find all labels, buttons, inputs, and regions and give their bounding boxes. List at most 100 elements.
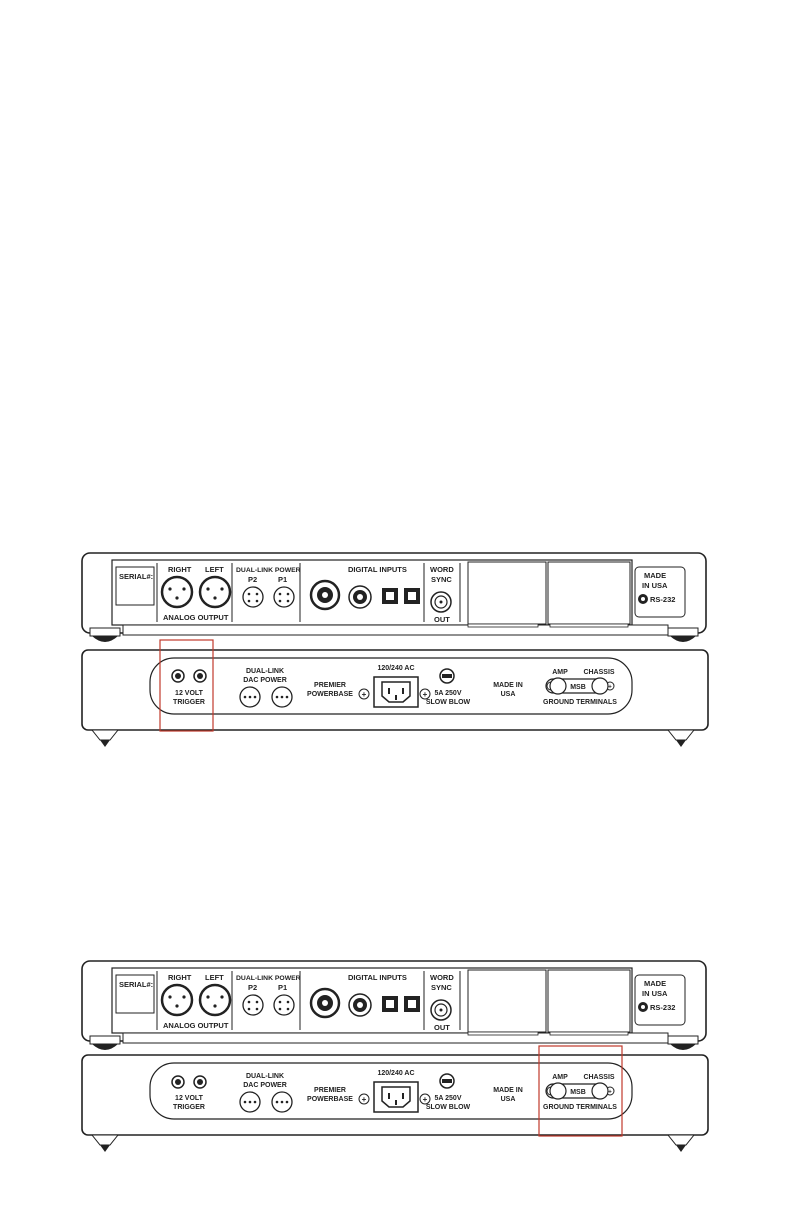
svg-text:MSB: MSB <box>570 1089 586 1096</box>
expansion-slot-2 <box>547 561 631 625</box>
trigger-jack-1[interactable] <box>171 1075 185 1089</box>
amp-ground-terminal[interactable] <box>549 677 567 695</box>
word-label: WORD <box>430 973 454 982</box>
xlr-out-right[interactable] <box>160 983 194 1017</box>
p1-label: P1 <box>278 983 287 992</box>
fuse-label-line1: 5A 250V <box>435 1095 462 1102</box>
dac-power-connector-p1[interactable] <box>271 1091 293 1113</box>
in-usa-label: IN USA <box>642 581 668 590</box>
serial-plate <box>115 974 155 1014</box>
ground-terminals-label: GROUND TERMINALS <box>543 1104 617 1111</box>
powerbase-made-line2: USA <box>501 691 516 698</box>
rear-panel-svg: SERIAL#: RIGHT LEFT ANALOG OUTPUT DUAL-L… <box>81 552 709 747</box>
svg-text:+: + <box>362 1095 367 1104</box>
fuse-holder[interactable] <box>439 1073 455 1089</box>
iec-power-inlet[interactable] <box>373 676 419 708</box>
sync-label: SYNC <box>431 575 452 584</box>
trigger-label-line2: TRIGGER <box>173 1104 205 1111</box>
optical-input-2[interactable] <box>404 996 420 1012</box>
coax-input[interactable] <box>348 993 372 1017</box>
p2-connector[interactable] <box>242 586 264 608</box>
trigger-label-line2: TRIGGER <box>173 699 205 706</box>
analog-output-label: ANALOG OUTPUT <box>163 1021 229 1030</box>
rs232-plate <box>634 974 686 1026</box>
svg-text:+: + <box>423 1095 428 1104</box>
rear-panel-svg-2: SERIAL#: RIGHT LEFT ANALOG OUTPUT DUAL-L… <box>81 960 709 1152</box>
highlight-12-volt-trigger <box>159 639 214 732</box>
word-sync-out-connector[interactable] <box>430 591 452 613</box>
svg-text:+: + <box>423 690 428 699</box>
xlr-out-right[interactable] <box>160 575 194 609</box>
made-label: MADE <box>644 979 666 988</box>
word-label: WORD <box>430 565 454 574</box>
dual-link-power-label: DUAL-LINK POWER <box>236 567 301 574</box>
expansion-slot-2 <box>547 969 631 1033</box>
chassis-label: CHASSIS <box>583 669 614 676</box>
highlight-ground-terminals <box>538 1045 623 1137</box>
aes-xlr-input[interactable] <box>309 579 341 611</box>
coax-input[interactable] <box>348 585 372 609</box>
serial-label: SERIAL#: <box>119 980 153 989</box>
amp-label: AMP <box>552 1074 568 1081</box>
rs232-jack[interactable] <box>638 1002 648 1012</box>
ac-label: 120/240 AC <box>377 1070 414 1077</box>
svg-text:+: + <box>362 690 367 699</box>
ac-plus-left: + <box>358 688 370 700</box>
p2-label: P2 <box>248 575 257 584</box>
svg-text:+: + <box>608 685 612 691</box>
dac-power-label-line1: DUAL-LINK <box>246 1073 284 1080</box>
trigger-label-line1: 12 VOLT <box>175 690 204 697</box>
powerbase-made-line1: MADE IN <box>493 1087 523 1094</box>
out-label: OUT <box>434 1023 450 1032</box>
ground-terminals-label: GROUND TERMINALS <box>543 699 617 706</box>
p2-connector[interactable] <box>242 994 264 1016</box>
aes-xlr-input[interactable] <box>309 987 341 1019</box>
iec-power-inlet[interactable] <box>373 1081 419 1113</box>
digital-inputs-label: DIGITAL INPUTS <box>348 565 407 574</box>
powerbase-feet <box>90 729 696 747</box>
trigger-jack-1[interactable] <box>171 669 185 683</box>
right-label: RIGHT <box>168 565 192 574</box>
trigger-jack-2[interactable] <box>193 669 207 683</box>
dac-power-connector-p2[interactable] <box>239 1091 261 1113</box>
powerbase-made-line1: MADE IN <box>493 682 523 689</box>
xlr-out-left[interactable] <box>198 575 232 609</box>
ac-plus-right: + <box>419 688 431 700</box>
left-label: LEFT <box>205 973 224 982</box>
premier-label-line2: POWERBASE <box>307 691 353 698</box>
optical-input-2[interactable] <box>404 588 420 604</box>
amp-label: AMP <box>552 669 568 676</box>
powerbase-made-line2: USA <box>501 1096 516 1103</box>
digital-inputs-label: DIGITAL INPUTS <box>348 973 407 982</box>
chassis-ground-terminal[interactable] <box>591 1082 609 1100</box>
serial-label: SERIAL#: <box>119 572 153 581</box>
serial-plate <box>115 566 155 606</box>
premier-label-line1: PREMIER <box>314 1087 346 1094</box>
dac-power-label-line1: DUAL-LINK <box>246 668 284 675</box>
word-sync-out-connector[interactable] <box>430 999 452 1021</box>
left-label: LEFT <box>205 565 224 574</box>
made-label: MADE <box>644 571 666 580</box>
svg-text:+: + <box>608 1090 612 1096</box>
chassis-ground-terminal[interactable] <box>591 677 609 695</box>
p1-connector[interactable] <box>273 994 295 1016</box>
ac-plus-left: + <box>358 1093 370 1105</box>
dac-power-connector-p2[interactable] <box>239 686 261 708</box>
amp-ground-terminal[interactable] <box>549 1082 567 1100</box>
fuse-label-line1: 5A 250V <box>435 690 462 697</box>
dual-link-power-label: DUAL-LINK POWER <box>236 975 301 982</box>
xlr-out-left[interactable] <box>198 983 232 1017</box>
optical-input-1[interactable] <box>382 996 398 1012</box>
fuse-holder[interactable] <box>439 668 455 684</box>
out-label: OUT <box>434 615 450 624</box>
top-unit-feet <box>89 627 699 642</box>
powerbase-feet <box>90 1134 696 1152</box>
p1-connector[interactable] <box>273 586 295 608</box>
diagram-ground-highlight: SERIAL#: RIGHT LEFT ANALOG OUTPUT DUAL-L… <box>0 958 793 1158</box>
dac-power-connector-p1[interactable] <box>271 686 293 708</box>
premier-label-line2: POWERBASE <box>307 1096 353 1103</box>
right-label: RIGHT <box>168 973 192 982</box>
rs232-jack[interactable] <box>638 594 648 604</box>
optical-input-1[interactable] <box>382 588 398 604</box>
trigger-jack-2[interactable] <box>193 1075 207 1089</box>
